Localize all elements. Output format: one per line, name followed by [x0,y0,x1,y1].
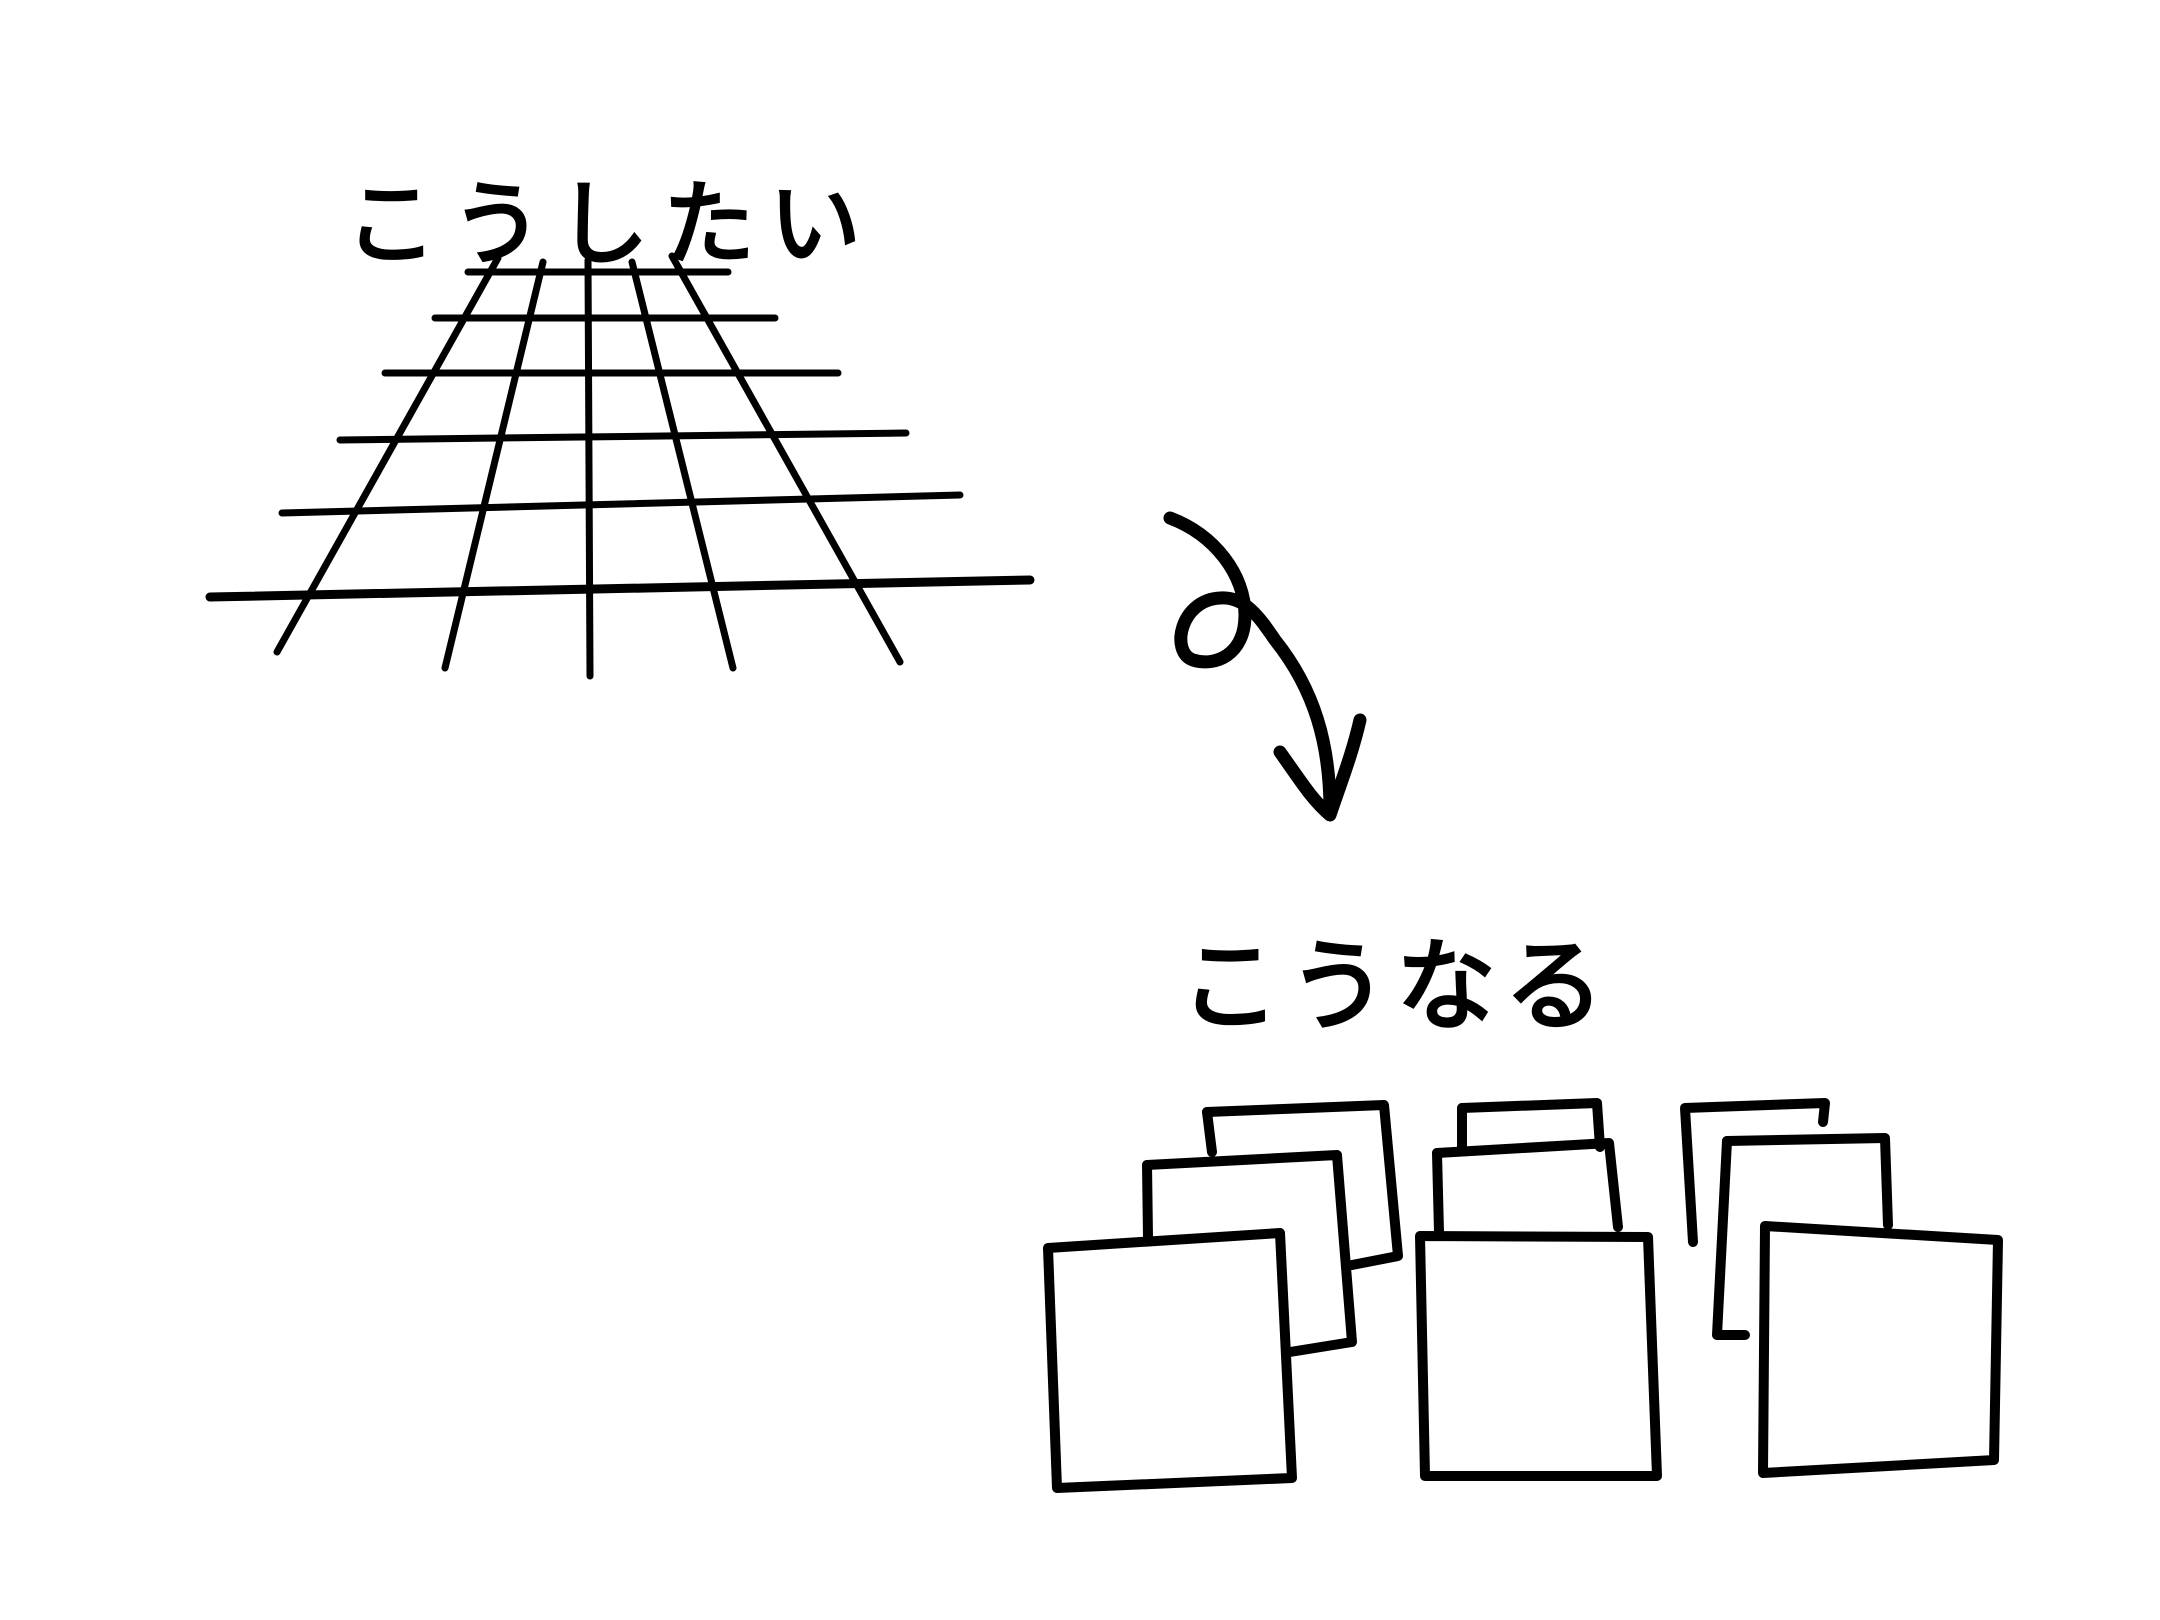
card-back-edge [1202,1107,1217,1157]
want-label: こうしたい [345,171,876,278]
card-stacks [1043,1098,2003,1493]
card-back [1680,1098,1830,1247]
grid-horizontal-line [205,575,1035,602]
card-stack-left [1043,1100,1403,1493]
perspective-grid [205,252,1035,680]
card-front [1758,1221,2003,1478]
grid-vertical-line [441,258,547,672]
card-middle-edge [1432,1148,1444,1237]
card-back [1457,1098,1605,1152]
card-front [1415,1231,1662,1481]
card-middle [1142,1150,1357,1357]
grid-vertical-line [584,256,594,680]
arrow-shaft [1163,511,1337,817]
loop-arrow-icon [1163,511,1367,822]
card-middle [1432,1138,1623,1232]
card-middle-edge [1142,1160,1153,1242]
arrow-head [1273,713,1367,822]
card-middle-edge [1712,1136,1750,1340]
grid-vertical-line [628,258,737,672]
card-middle [1722,1133,1893,1230]
card-stack-middle [1415,1098,1662,1481]
grid-vertical-line [273,254,502,656]
result-label: こうなる [1180,928,1612,1045]
card-stack-right [1680,1098,2003,1478]
grid-horizontal-line [336,429,910,444]
grid-vertical-line [668,252,904,666]
card-back [1202,1100,1403,1270]
grid-horizontal-line [278,491,964,517]
card-front [1043,1228,1297,1493]
